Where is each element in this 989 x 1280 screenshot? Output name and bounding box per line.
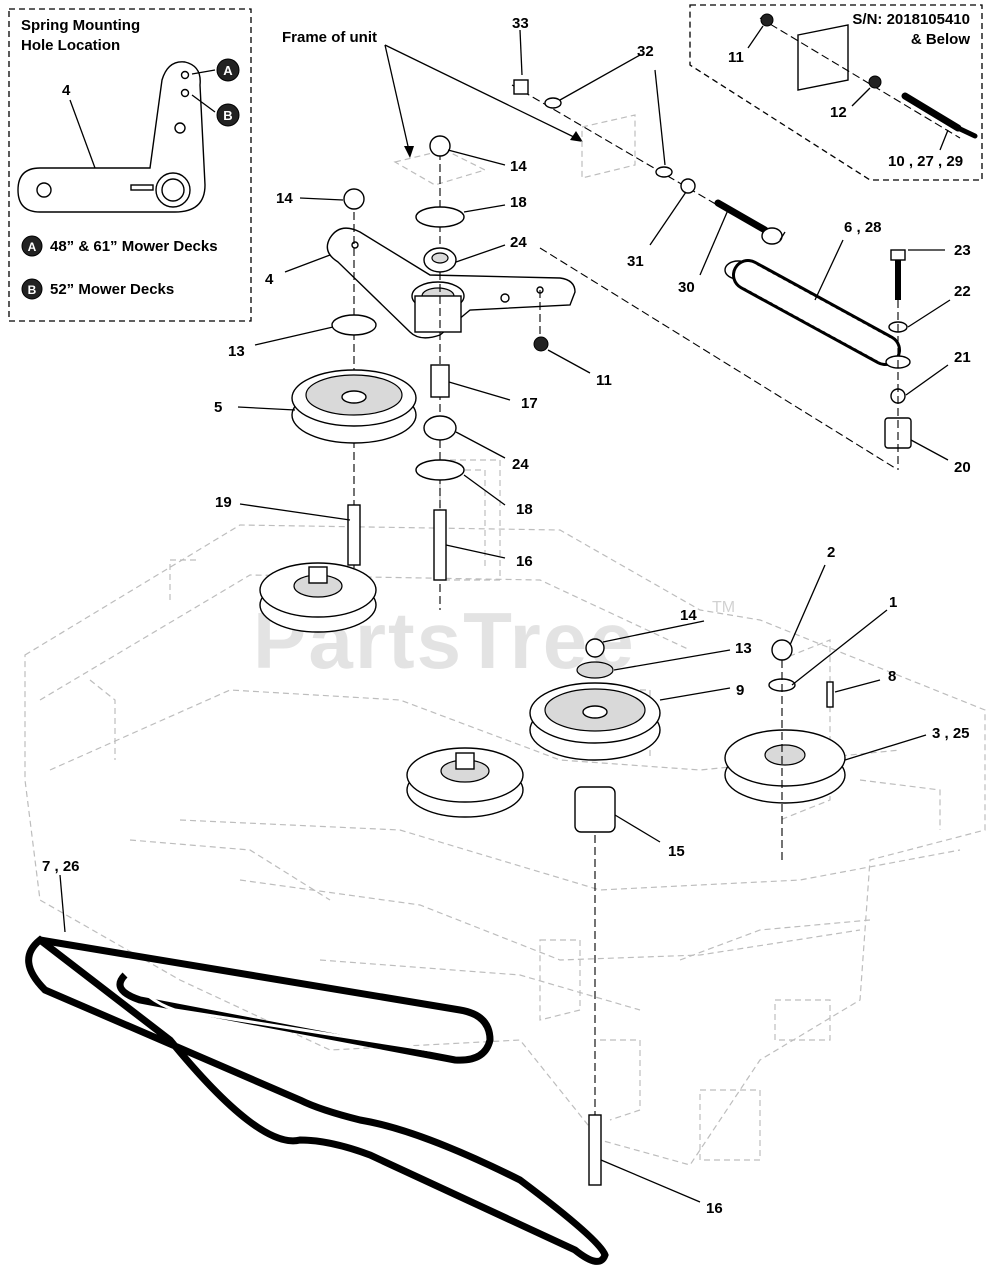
spacer-icon — [513, 79, 529, 95]
inset-spring-title-1: Spring Mounting — [21, 17, 140, 34]
inset-spring-title-2: Hole Location — [21, 37, 120, 54]
callout-6-28: 6 , 28 — [844, 219, 882, 236]
legend-b-icon — [21, 278, 43, 300]
spacer-15-icon — [574, 786, 616, 833]
nut-14-icon — [429, 135, 451, 157]
callout-23: 23 — [954, 242, 971, 259]
bearing-24b-icon — [423, 415, 457, 441]
frame-plate-left — [393, 149, 487, 186]
key-8-icon — [826, 681, 834, 708]
nut-31-icon — [680, 178, 696, 194]
callout-15: 15 — [668, 843, 685, 860]
marker-a-text: A — [223, 63, 233, 78]
lock-nut-icon — [868, 75, 882, 89]
callout-20: 20 — [954, 459, 971, 476]
callout-4: 4 — [265, 271, 274, 288]
bolt-19-icon — [347, 504, 361, 566]
callout-21: 21 — [954, 349, 971, 366]
inset-arm-label: 4 — [62, 82, 71, 99]
legend-b-letter: B — [28, 283, 37, 297]
callout-3-25: 3 , 25 — [932, 725, 970, 742]
idler-pulley-9-icon — [529, 682, 661, 761]
inset-serial-title-1: S/N: 2018105410 — [852, 11, 970, 28]
inset-callout-bolt: 10 , 27 , 29 — [888, 153, 963, 170]
leader-lines — [59, 29, 951, 1203]
callout-14-bottom: 14 — [680, 607, 697, 624]
belt-icon — [25, 935, 609, 1265]
callout-9: 9 — [736, 682, 744, 699]
callout-32: 32 — [637, 43, 654, 60]
washer-18-icon — [415, 206, 465, 228]
legend-a-icon — [21, 235, 43, 257]
legend-a-text: 48” & 61” Mower Decks — [50, 238, 218, 255]
legend-b-text: 52” Mower Decks — [50, 281, 174, 298]
callout-16-bottom: 16 — [706, 1200, 723, 1217]
callout-11: 11 — [596, 372, 612, 389]
deck-pulley-center-icon — [406, 747, 524, 818]
inset-serial-number: S/N: 2018105410 & Below 11 12 10 , 27 , … — [689, 4, 983, 181]
mower-deck-outline — [24, 459, 986, 1166]
callout-17: 17 — [521, 395, 538, 412]
frame-of-unit-label: Frame of unit — [282, 29, 377, 46]
washer-13b-icon — [576, 661, 614, 679]
callout-31: 31 — [627, 253, 644, 270]
inset-spring-mounting: Spring Mounting Hole Location 4 A B A 48… — [8, 8, 252, 322]
washer-18b-icon — [415, 459, 465, 481]
legend-a-letter: A — [28, 240, 37, 254]
callout-24-top: 24 — [510, 234, 527, 251]
idler-pulley-5-icon — [291, 369, 417, 444]
marker-a-icon — [216, 58, 240, 82]
callout-2: 2 — [827, 544, 835, 561]
nut-11-icon — [533, 336, 549, 352]
nut-icon — [760, 13, 774, 27]
bolt-16b-icon — [588, 1114, 602, 1186]
inset-serial-title-2: & Below — [911, 31, 971, 48]
spacer-17-icon — [430, 364, 450, 398]
nut-14c-icon — [585, 638, 605, 658]
callout-8: 8 — [888, 668, 896, 685]
frame-plate-right — [581, 114, 636, 179]
callout-19: 19 — [215, 494, 232, 511]
callout-24-bottom: 24 — [512, 456, 529, 473]
nut-14b-icon — [343, 188, 365, 210]
bolt-16-icon — [433, 509, 447, 581]
inset-callout-11: 11 — [728, 49, 744, 66]
washer-13-icon — [331, 314, 377, 336]
marker-b-text: B — [223, 108, 232, 123]
callout-13-left: 13 — [228, 343, 245, 360]
idler-arm-icon — [326, 227, 576, 339]
callout-14-top: 14 — [510, 158, 527, 175]
watermark-trademark: TM — [712, 599, 735, 616]
callout-labels: 33 32 31 30 14 14 18 24 4 13 11 5 17 24 … — [42, 15, 971, 1217]
marker-b-icon — [216, 103, 240, 127]
callout-18-bottom: 18 — [516, 501, 533, 518]
callout-30: 30 — [678, 279, 695, 296]
spindle-pulley-icon — [724, 729, 846, 804]
callout-14-left: 14 — [276, 190, 293, 207]
callout-33: 33 — [512, 15, 529, 32]
callout-13-right: 13 — [735, 640, 752, 657]
nut-2-icon — [771, 639, 793, 661]
callout-16-top: 16 — [516, 553, 533, 570]
callout-18-top: 18 — [510, 194, 527, 211]
inset-callout-12: 12 — [830, 104, 847, 121]
callout-7-26: 7 , 26 — [42, 858, 80, 875]
spring-icon — [724, 259, 911, 369]
deck-pulley-left-icon — [259, 562, 377, 633]
callout-5: 5 — [214, 399, 222, 416]
callout-22: 22 — [954, 283, 971, 300]
callout-1: 1 — [889, 594, 897, 611]
